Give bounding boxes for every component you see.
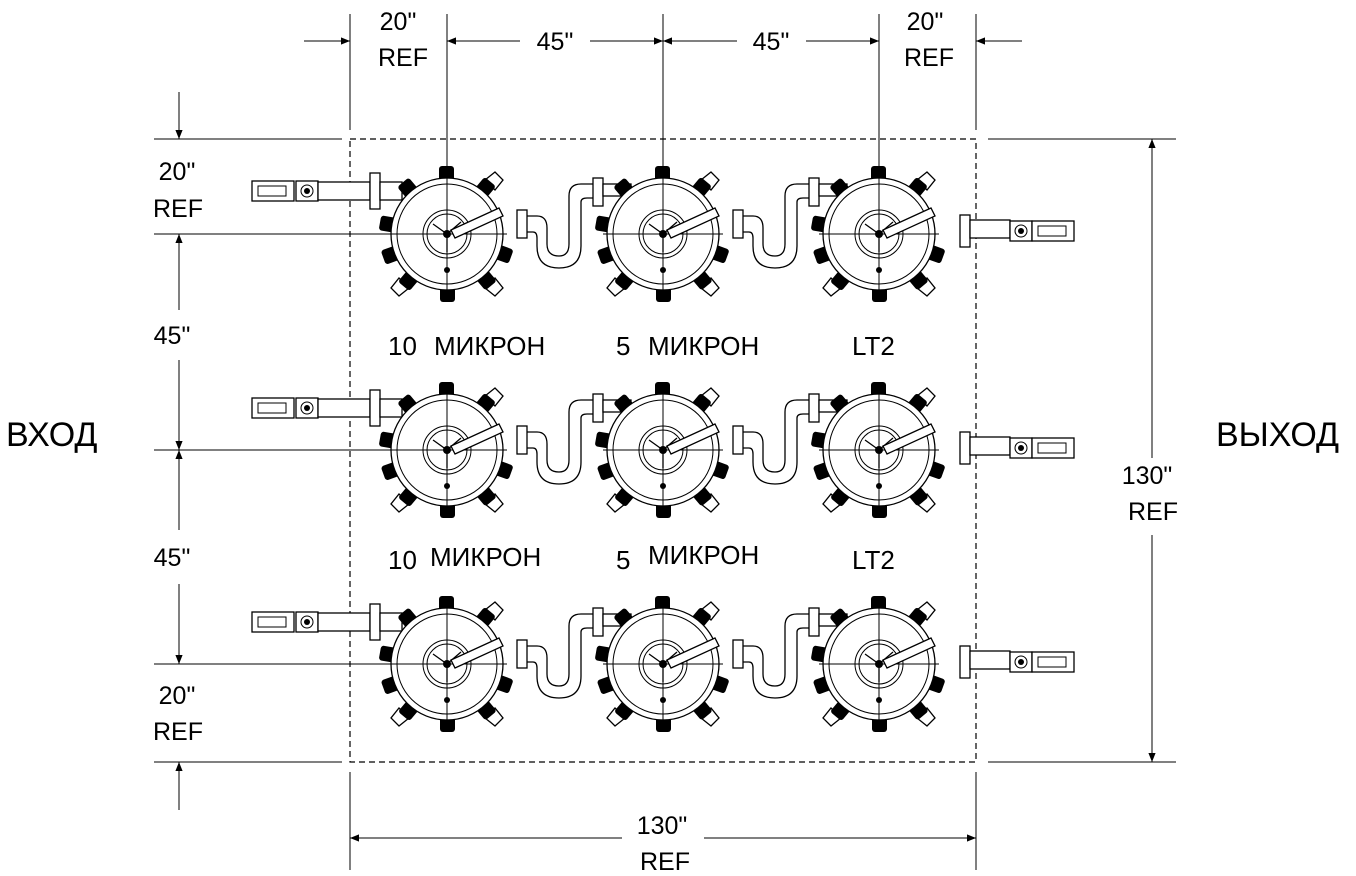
- row1-filter1-size: 10: [388, 331, 417, 361]
- dim-left-top-ref: REF: [153, 195, 203, 223]
- right-dimension: [988, 138, 1176, 763]
- dim-bottom-overall-ref: REF: [640, 848, 690, 876]
- dim-bottom-overall-value: 130": [637, 812, 688, 840]
- dim-left-mid1: 45": [154, 322, 191, 350]
- dim-top-right-ref: REF: [904, 44, 954, 72]
- row2-filter2-size: 5: [616, 545, 630, 575]
- bottom-dimension: [349, 772, 977, 870]
- dim-left-top-value: 20": [159, 158, 196, 186]
- row1-filter1-unit: МИКРОН: [434, 331, 545, 361]
- dim-top-mid-right: 45": [753, 28, 790, 56]
- row2-filter1-size: 10: [388, 545, 417, 575]
- dim-top-left-value: 20": [380, 8, 417, 36]
- dim-right-overall-value: 130": [1122, 462, 1173, 490]
- row2-filter1-unit: МИКРОН: [430, 542, 541, 572]
- dim-right-overall-ref: REF: [1128, 498, 1178, 526]
- outlet-label: ВЫХОД: [1216, 416, 1339, 454]
- row1-filter2-unit: МИКРОН: [648, 331, 759, 361]
- dim-left-mid2: 45": [154, 544, 191, 572]
- row1-filter3-label: LT2: [852, 331, 895, 361]
- dim-top-left-ref: REF: [378, 44, 428, 72]
- dim-top-right-value: 20": [907, 8, 944, 36]
- left-extension-lines: [154, 138, 392, 763]
- row1-filter2-size: 5: [616, 331, 630, 361]
- row2-filter3-label: LT2: [852, 545, 895, 575]
- dim-left-bottom-ref: REF: [153, 718, 203, 746]
- dim-left-bottom-value: 20": [159, 682, 196, 710]
- inlet-label: ВХОД: [6, 416, 97, 454]
- row2-filter2-unit: МИКРОН: [648, 540, 759, 570]
- top-extension-lines: [349, 14, 977, 170]
- dim-top-mid-left: 45": [537, 28, 574, 56]
